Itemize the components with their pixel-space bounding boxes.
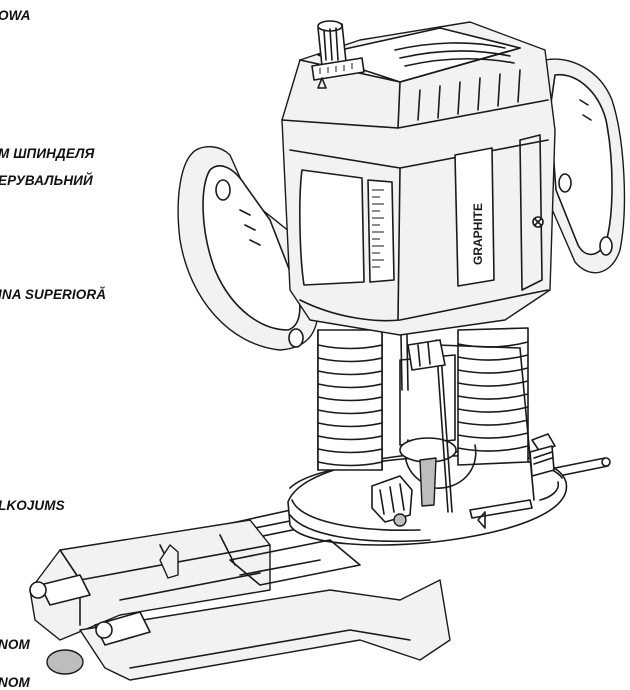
caption-label-3: ЕРУВАЛЬНИЙ — [0, 173, 93, 188]
caption-label-5: LKOJUMS — [0, 498, 65, 513]
left-handle — [177, 146, 319, 351]
right-handle — [539, 58, 626, 274]
motor-housing — [281, 21, 556, 336]
parallel-fence — [29, 519, 451, 681]
caption-label-1: OWA — [0, 8, 31, 23]
caption-label-4: INA SUPERIORĂ — [0, 287, 107, 302]
caption-label-7: NOM — [0, 675, 30, 690]
depth-dial — [311, 20, 365, 89]
caption-label-2: М ШПИНДЕЛЯ — [0, 146, 95, 161]
brand-logo: GRAPHITE — [471, 203, 485, 265]
base-knobs — [371, 433, 556, 527]
caption-label-6: NOM — [0, 637, 30, 652]
plunge-springs — [317, 327, 535, 513]
